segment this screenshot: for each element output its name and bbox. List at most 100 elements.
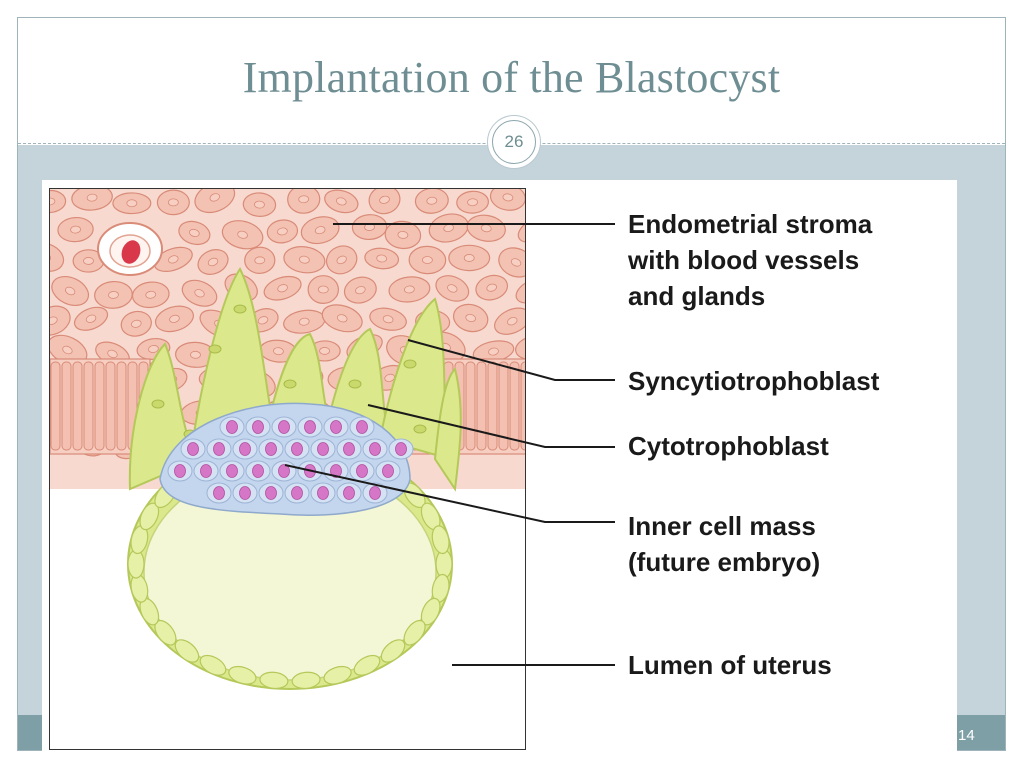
stroma-nucleus <box>62 345 73 355</box>
stroma-nucleus <box>355 286 366 295</box>
stroma-nucleus <box>70 225 81 234</box>
stroma-nucleus <box>194 289 205 298</box>
icm-nucleus <box>382 464 394 478</box>
stroma-cell <box>517 214 525 243</box>
label-icm-line1: Inner cell mass <box>628 511 816 541</box>
label-endometrial-line2: with blood vessels <box>628 245 860 275</box>
stroma-nucleus <box>277 227 288 236</box>
syncytio-nucleus <box>208 344 222 354</box>
stroma-nucleus <box>64 286 76 296</box>
syncytio-nucleus <box>348 379 362 389</box>
stroma-nucleus <box>237 230 248 239</box>
epithelial-cell <box>83 361 94 451</box>
cytotrophoblast-cell <box>431 525 450 555</box>
stroma-nucleus <box>50 316 58 325</box>
stroma-nucleus <box>254 200 265 209</box>
stroma-nucleus <box>207 257 219 267</box>
stroma-nucleus <box>130 319 142 328</box>
icm-nucleus <box>369 486 381 500</box>
stroma-nucleus <box>145 290 157 299</box>
epithelial-cell <box>116 361 127 451</box>
stroma-nucleus <box>421 256 433 264</box>
icm-nucleus <box>291 442 303 456</box>
stroma-nucleus <box>510 258 522 267</box>
icm-nucleus <box>226 464 238 478</box>
stroma-nucleus <box>382 315 394 324</box>
stroma-nucleus <box>336 197 347 206</box>
stroma-nucleus <box>168 255 179 264</box>
stroma-nucleus <box>107 349 118 359</box>
stroma-nucleus <box>319 347 331 355</box>
stroma-nucleus <box>50 253 52 262</box>
icm-nucleus <box>278 464 290 478</box>
stroma-nucleus <box>447 284 458 293</box>
epithelial-cell <box>476 361 487 451</box>
blastocyst-illustration <box>49 188 526 750</box>
label-endometrial-line3: and glands <box>628 281 766 311</box>
epithelial-cell <box>72 361 83 451</box>
blood-vessel <box>97 222 163 276</box>
stroma-nucleus <box>384 373 395 382</box>
label-cytotrophoblast: Cytotrophoblast <box>628 431 829 461</box>
stroma-cell <box>515 278 525 304</box>
stroma-nucleus <box>465 313 476 323</box>
cytotrophoblast-cell <box>403 619 426 646</box>
icm-nucleus <box>317 442 329 456</box>
stroma-nucleus <box>507 317 518 326</box>
stroma-nucleus <box>298 317 310 326</box>
epithelial-cell <box>520 361 525 451</box>
icm-nucleus <box>330 464 342 478</box>
stroma-nucleus <box>85 314 97 323</box>
icm-nucleus <box>330 420 342 434</box>
stroma-nucleus <box>277 284 288 293</box>
cytotrophoblast-cell <box>323 665 352 685</box>
stroma-nucleus <box>314 226 326 235</box>
label-icm-line2: (future embryo) <box>628 547 821 577</box>
syncytio-nucleus <box>413 424 427 434</box>
stroma-nucleus <box>404 285 415 294</box>
stroma-nucleus <box>299 255 310 264</box>
stroma-nucleus <box>190 350 201 359</box>
icm-nucleus <box>252 464 264 478</box>
stroma-nucleus <box>463 254 475 262</box>
blastocyst-drawing <box>50 189 525 690</box>
stroma-nucleus <box>169 314 180 323</box>
label-syncytiotrophoblast: Syncytiotrophoblast <box>628 366 880 396</box>
syncytio-nucleus <box>233 304 247 314</box>
stroma-cell <box>50 242 65 272</box>
stroma-nucleus <box>336 314 348 323</box>
stroma-nucleus <box>209 193 220 202</box>
icm-nucleus <box>395 442 407 456</box>
icm-nucleus <box>265 486 277 500</box>
icm-nucleus <box>356 464 368 478</box>
epithelial-cell <box>487 361 498 451</box>
icm-nucleus <box>356 420 368 434</box>
epithelial-cell <box>105 361 116 451</box>
epithelial-cell <box>498 361 509 451</box>
blastocyst <box>127 402 453 690</box>
stroma-nucleus <box>254 256 266 265</box>
label-lumen-of-uterus: Lumen of uterus <box>628 650 832 680</box>
cytotrophoblast-cell <box>127 549 145 579</box>
icm-nucleus <box>343 442 355 456</box>
icm-nucleus <box>317 486 329 500</box>
stroma-nucleus <box>167 198 179 207</box>
icm-nucleus <box>213 442 225 456</box>
cytotrophoblast-cell <box>174 639 200 663</box>
stroma-nucleus <box>50 197 56 206</box>
epithelial-cell <box>509 361 520 451</box>
stroma-nucleus <box>379 195 390 204</box>
icm-nucleus <box>265 442 277 456</box>
label-endometrial-line1: Endometrial stroma <box>628 209 873 239</box>
footer-page-number: 14 <box>958 727 975 744</box>
cytotrophoblast-cell <box>228 665 257 685</box>
stroma-nucleus <box>257 316 269 325</box>
stroma-nucleus <box>397 231 409 239</box>
cytotrophoblast-cell <box>259 671 289 690</box>
icm-nucleus <box>226 420 238 434</box>
icm-nucleus <box>304 420 316 434</box>
stroma-nucleus <box>189 228 200 237</box>
stroma-nucleus <box>83 257 94 265</box>
icm-nucleus <box>369 442 381 456</box>
epithelial-cell <box>61 361 72 451</box>
